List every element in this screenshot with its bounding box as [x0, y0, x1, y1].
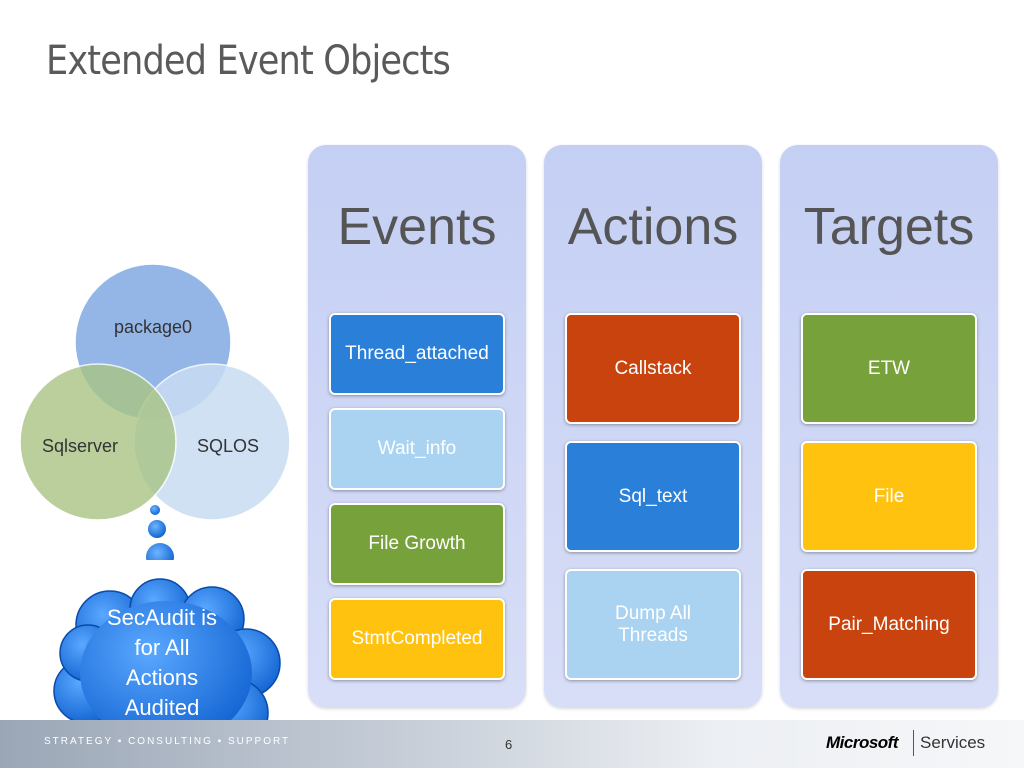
target-item-file: File [801, 441, 977, 552]
action-item-sql-text: Sql_text [565, 441, 741, 552]
action-item-callstack: Callstack [565, 313, 741, 424]
services-label: Services [920, 733, 986, 752]
targets-column: Targets ETW File Pair_Matching [780, 145, 998, 708]
column-heading-events: Events [337, 198, 497, 256]
callout-line: SecAudit is [106, 605, 218, 630]
event-item-wait-info: Wait_info [329, 408, 505, 490]
venn-circle-sqlserver [19, 363, 177, 521]
slide-footer: STRATEGY ▪ CONSULTING ▪ SUPPORT 6 Micros… [0, 720, 1024, 768]
event-item-stmtcompleted: StmtCompleted [329, 598, 505, 680]
slide-title: Extended Event Objects [46, 38, 451, 84]
target-item-pair-matching: Pair_Matching [801, 569, 977, 680]
callout-line: Actions [125, 665, 199, 690]
column-heading-actions: Actions [567, 198, 739, 256]
venn-label-package0: package0 [114, 317, 192, 337]
page-number: 6 [505, 737, 513, 752]
venn-label-sqlserver: Sqlserver [42, 436, 118, 456]
action-item-dump-all-threads: Dump All Threads [565, 569, 741, 680]
event-item-file-growth: File Growth [329, 503, 505, 585]
venn-label-sqlos: SQLOS [197, 436, 259, 456]
callout-line: Audited [124, 695, 200, 720]
event-item-thread-attached: Thread_attached [329, 313, 505, 395]
target-item-etw: ETW [801, 313, 977, 424]
thought-bubble-medium [148, 520, 166, 538]
thought-bubble-small [150, 505, 160, 515]
thought-bubble-large [146, 543, 174, 560]
actions-column: Actions Callstack Sql_text Dump All Thre… [544, 145, 762, 708]
microsoft-logo: Microsoft [826, 733, 899, 752]
footer-tagline: STRATEGY ▪ CONSULTING ▪ SUPPORT [44, 736, 291, 747]
cloud-callout [53, 578, 281, 768]
logo-divider [913, 730, 914, 756]
callout-line: for All [134, 635, 190, 660]
venn-diagram: package0 Sqlserver SQLOS [19, 263, 291, 560]
column-heading-targets: Targets [803, 198, 975, 256]
events-column: Events Thread_attached Wait_info File Gr… [308, 145, 526, 708]
callout-text: SecAudit is for All Actions Audited [84, 603, 240, 723]
